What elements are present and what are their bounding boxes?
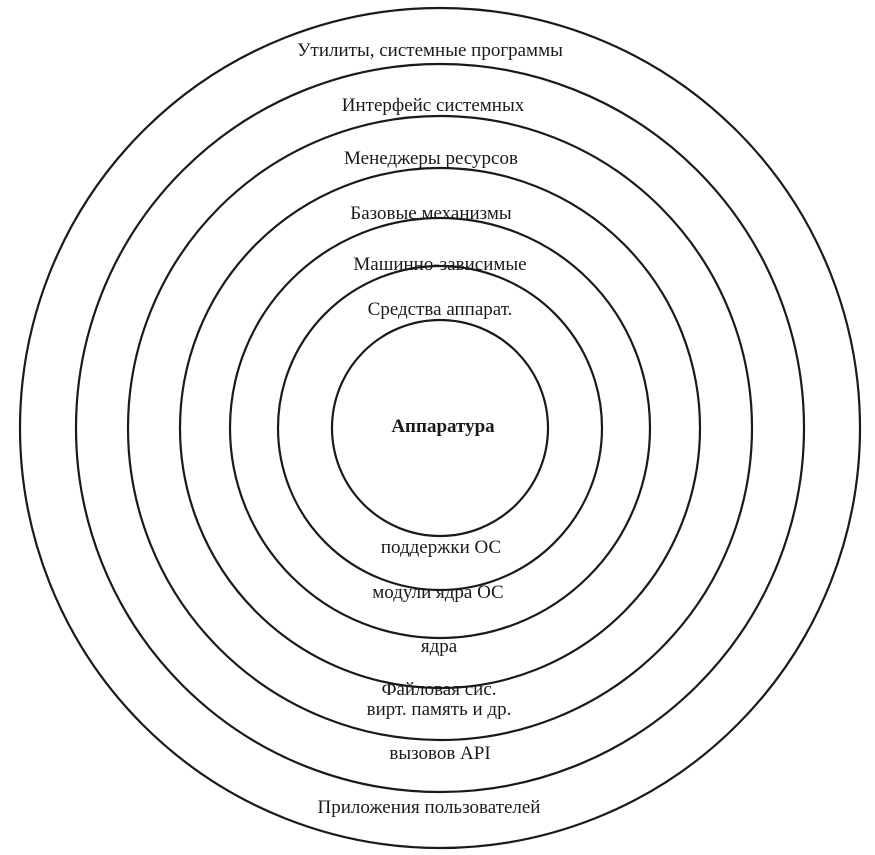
ring-hardware [330, 318, 550, 538]
labels-group: Аппаратура Средства аппарат. Машинно-зав… [297, 40, 563, 818]
label-utilities-top: Утилиты, системные программы [297, 40, 563, 61]
label-syscall-interface-bottom: вызовов API [389, 743, 490, 764]
label-resource-managers-top: Менеджеры ресурсов [344, 148, 518, 169]
ring-hw-support [276, 264, 604, 592]
ring-machine-dependent [228, 216, 652, 640]
ring-base-mechanisms [178, 166, 702, 690]
ring-utilities [18, 6, 862, 850]
ring-resource-managers [126, 114, 754, 742]
label-utilities-bottom: Приложения пользователей [318, 797, 541, 818]
label-base-mechanisms-bottom: ядра [421, 636, 458, 657]
label-base-mechanisms-top: Базовые механизмы [350, 203, 512, 224]
label-syscall-interface-top: Интерфейс системных [342, 95, 525, 116]
ring-syscall-interface [74, 62, 806, 794]
rings-group [18, 6, 862, 850]
label-hw-support-bottom: поддержки ОС [381, 537, 501, 558]
label-hw-support-top: Средства аппарат. [368, 299, 513, 320]
label-machine-dependent-top: Машинно-зависимые [353, 254, 526, 275]
label-machine-dependent-bottom: модули ядра ОС [372, 582, 503, 603]
label-resource-managers-bottom-2: вирт. память и др. [367, 699, 512, 720]
label-resource-managers-bottom-1: Файловая сис. [381, 679, 496, 700]
label-hardware: Аппаратура [391, 416, 495, 437]
